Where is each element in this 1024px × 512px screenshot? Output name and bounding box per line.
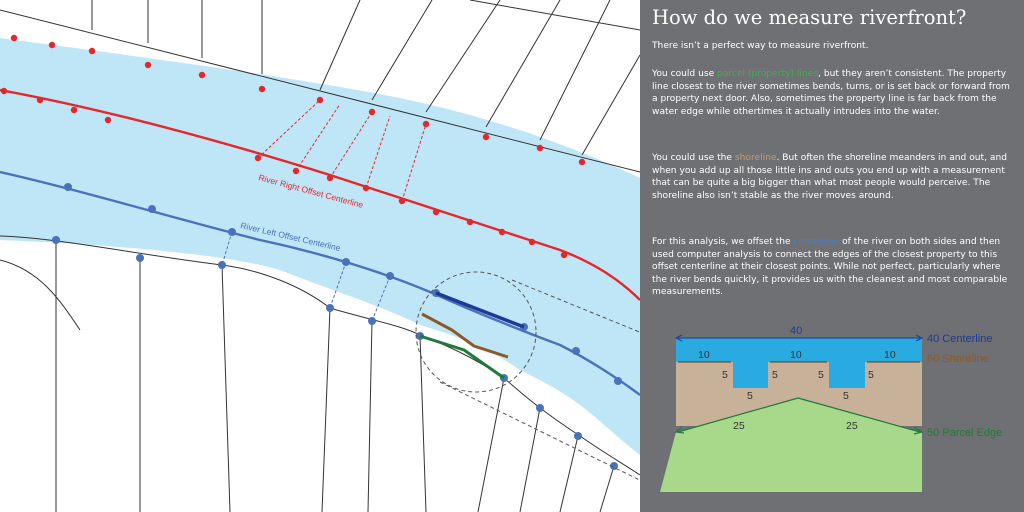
- inset-water: [676, 338, 922, 388]
- measurement-inset: 40 10 10 10 5 5 5 5 5 5 25 25 40 Centerl…: [660, 325, 1002, 492]
- inset-parcel-left: 25: [733, 420, 745, 432]
- inset-notch-left-a: 5: [722, 369, 728, 381]
- highlight-centerline: [435, 291, 525, 329]
- inset-centerline-total: 40 Centerline: [927, 333, 992, 345]
- inset-parcel-arrows: [674, 397, 924, 435]
- left-connectors: [221, 231, 391, 322]
- zoom-leader-top: [511, 279, 665, 343]
- centerline-highlight: centerline: [793, 237, 840, 247]
- parcel-highlight: parcel (property) lines: [717, 69, 819, 79]
- right-offset-centerline: [0, 88, 641, 301]
- shoreline-paragraph-start: You could use the: [652, 153, 735, 163]
- inset-shore-left: 10: [698, 349, 710, 361]
- intro-paragraph: There isn’t a perfect way to measure riv…: [652, 41, 869, 51]
- shoreline-paragraph: You could use the shoreline. But often t…: [652, 152, 1014, 202]
- highlight-parcel-edge: [419, 334, 505, 380]
- inset-parcel: [660, 398, 922, 492]
- zoom-circle: [415, 271, 537, 393]
- inset-centerline-arrow: [674, 334, 924, 342]
- inset-shore-right: 10: [884, 349, 896, 361]
- parcel-paragraph-start: You could use: [652, 69, 718, 79]
- inset-shoreline-total: 60 Shoreline: [927, 353, 989, 365]
- parcel-lines-south: [0, 235, 641, 512]
- right-connectors: [257, 99, 427, 202]
- centerline-paragraph-start: For this analysis, we offset the: [652, 237, 794, 247]
- inset-parcel-total: 50 Parcel Edge: [927, 427, 1002, 439]
- inset-parcel-right: 25: [846, 420, 858, 432]
- inset-notch-right-b: 5: [868, 369, 874, 381]
- parcel-paragraph: You could use parcel (property) lines, b…: [652, 68, 1014, 118]
- inset-notch-right-bottom: 5: [843, 390, 849, 402]
- river-water: [0, 38, 640, 455]
- panel-title: How do we measure riverfront?: [652, 6, 967, 29]
- shoreline-highlight: shoreline: [734, 153, 777, 163]
- centerline-paragraph-rest: of the river on both sides and then used…: [652, 237, 1008, 298]
- inset-top-length: 40: [790, 325, 802, 337]
- shoreline-paragraph-rest: . But often the shoreline meanders in an…: [652, 153, 1007, 201]
- inset-shore-middle: 10: [790, 349, 802, 361]
- parcel-lines-north: [0, 0, 641, 173]
- inset-notch-left-b: 5: [772, 369, 778, 381]
- inset-notch-left-bottom: 5: [747, 390, 753, 402]
- centerline-paragraph: For this analysis, we offset the centerl…: [652, 236, 1014, 299]
- north-parcel-points: [10, 34, 586, 166]
- inset-notch-right-a: 5: [818, 369, 824, 381]
- parcel-paragraph-rest: , but they aren’t consistent. The proper…: [652, 69, 1010, 117]
- left-offset-centerline: [0, 170, 641, 396]
- highlight-shoreline: [421, 312, 509, 359]
